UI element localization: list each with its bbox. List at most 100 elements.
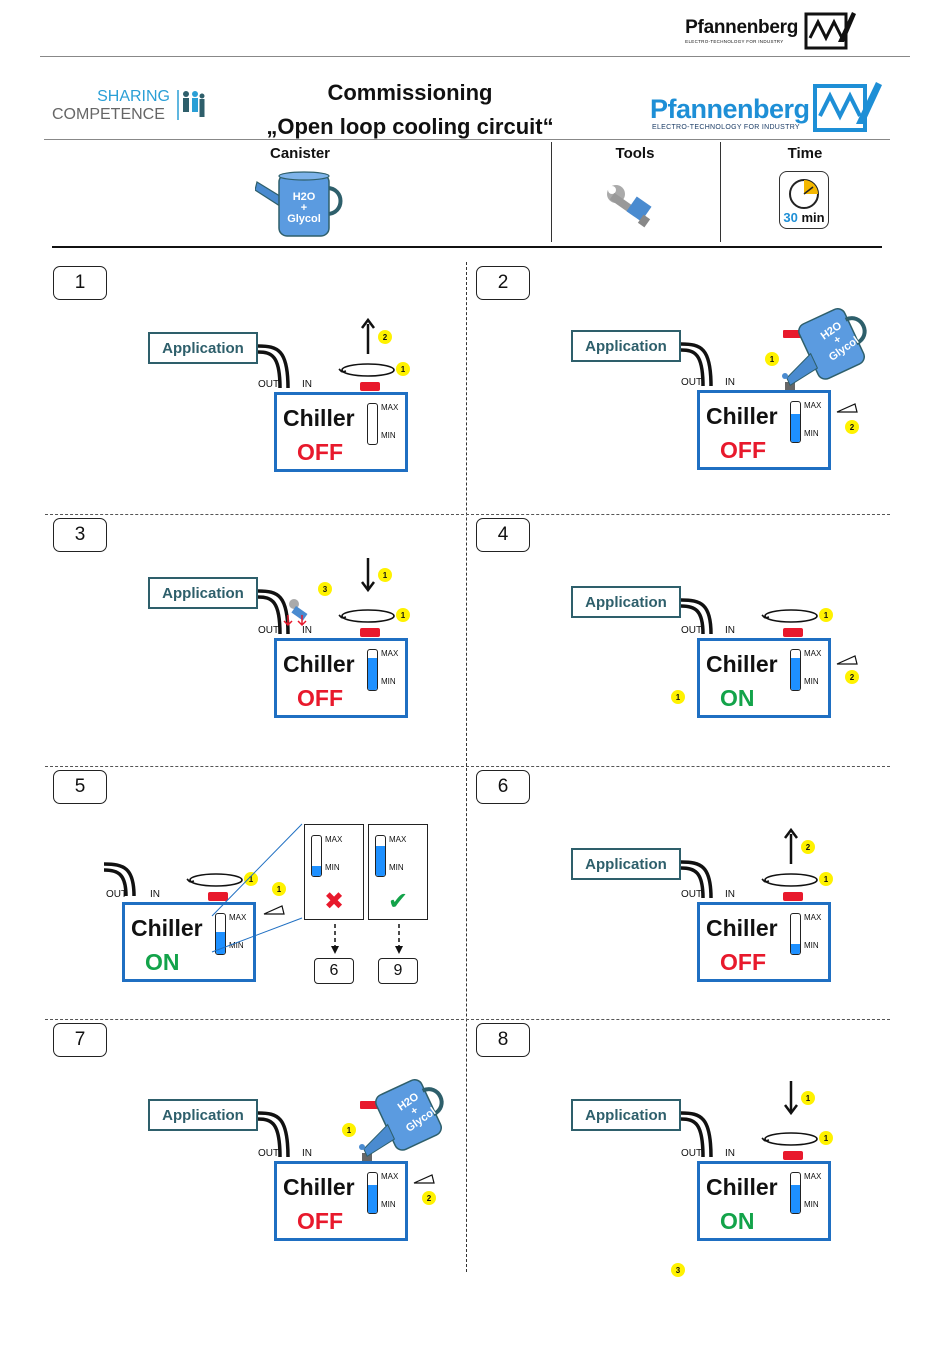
top-brand: Pfannenberg ELECTRO-TECHNOLOGY FOR INDUS…: [685, 8, 858, 52]
goto-step-ref[interactable]: 6: [314, 958, 354, 984]
timer-unit: min: [801, 210, 825, 225]
level-tube: [311, 835, 322, 877]
min-label: MIN: [325, 863, 340, 872]
dashed-arrow-icon: [394, 924, 404, 961]
min-label: MIN: [804, 941, 819, 950]
min-label: MIN: [804, 1200, 819, 1209]
level-tube: [367, 1172, 378, 1214]
application-box: Application: [571, 848, 681, 880]
brand-logo-icon: [804, 12, 856, 50]
canister-glycol: Glycol: [287, 213, 321, 225]
column-time: Time: [787, 145, 823, 162]
out-label: OUT: [681, 625, 703, 636]
dashed-arrow-icon: [330, 924, 340, 961]
chiller-state: OFF: [720, 437, 766, 463]
level-fill: [216, 932, 225, 954]
rotate-arrow-icon: [186, 872, 246, 893]
level-fill: [791, 414, 800, 442]
filler-neck: [785, 382, 795, 390]
level-check-panel: MAX MIN ✖: [304, 824, 364, 920]
check-icon: ✔: [387, 888, 409, 915]
step-number: 5: [53, 770, 107, 804]
in-label: IN: [725, 889, 735, 900]
arrow-up-icon: [361, 317, 375, 359]
chiller-label: Chiller: [706, 651, 778, 677]
application-box: Application: [148, 1099, 258, 1131]
cross-icon: ✖: [323, 888, 345, 915]
goto-step-ref[interactable]: 9: [378, 958, 418, 984]
in-label: IN: [725, 1148, 735, 1159]
min-label: MIN: [381, 677, 396, 686]
title-line2: „Open loop cooling circuit“: [266, 114, 554, 139]
in-label: IN: [302, 625, 312, 636]
max-label: MAX: [804, 401, 822, 410]
column-divider: [551, 142, 552, 242]
step-badge: 1: [819, 608, 833, 622]
out-label: OUT: [681, 1148, 703, 1159]
step-badge: 2: [378, 330, 392, 344]
level-fill: [368, 658, 377, 690]
sharing-competence-logo: SHARING COMPETENCE: [52, 88, 212, 124]
step-badge: 1: [272, 882, 286, 896]
grid-divider-row3: [45, 1019, 890, 1020]
zoom-lines: [211, 823, 303, 953]
max-label: MAX: [381, 649, 399, 658]
level-tube: [790, 913, 801, 955]
removed-cap: [783, 330, 801, 338]
chiller-state: OFF: [297, 685, 343, 711]
eye-icon: [412, 1173, 438, 1192]
step-badge: 1: [671, 690, 685, 704]
out-label: OUT: [106, 889, 128, 900]
max-label: MAX: [325, 835, 343, 844]
hose-lines: [103, 858, 144, 903]
level-tube: [790, 401, 801, 443]
level-fill: [791, 944, 800, 954]
step-badge: 2: [845, 420, 859, 434]
arrow-up-icon: [784, 827, 798, 869]
hose-lines: [680, 338, 737, 403]
max-label: MAX: [804, 1172, 822, 1181]
step-badge: 1: [819, 872, 833, 886]
pfannenberg-logo: Pfannenberg ELECTRO-TECHNOLOGY FOR INDUS…: [648, 76, 888, 136]
rotate-arrow-icon: [338, 608, 398, 629]
chiller-label: Chiller: [706, 915, 778, 941]
level-fill: [312, 866, 321, 876]
max-label: MAX: [804, 913, 822, 922]
level-fill: [376, 846, 385, 876]
hose-lines: [257, 340, 314, 405]
min-label: MIN: [381, 1200, 396, 1209]
rotate-arrow-icon: [761, 872, 821, 893]
grid-divider-row2: [45, 766, 890, 767]
top-brand-name: Pfannenberg: [685, 16, 798, 38]
step-badge: 3: [671, 1263, 685, 1277]
chiller-state: ON: [720, 1208, 755, 1234]
column-canister: Canister: [269, 145, 331, 162]
min-label: MIN: [804, 677, 819, 686]
in-label: IN: [150, 889, 160, 900]
step-badge: 1: [801, 1091, 815, 1105]
chiller-state: OFF: [297, 1208, 343, 1234]
level-fill: [791, 1185, 800, 1213]
chiller-state: OFF: [720, 949, 766, 975]
filler-neck: [362, 1153, 372, 1161]
application-box: Application: [148, 577, 258, 609]
canister-pour-icon: H2O+Glycol: [767, 306, 877, 386]
canister-plus: +: [300, 202, 308, 214]
header-rule: [40, 56, 910, 57]
filler-cap: [360, 382, 380, 391]
brand2-tagline: ELECTRO-TECHNOLOGY FOR INDUSTRY: [652, 124, 800, 131]
arrow-down-icon: [784, 1081, 798, 1120]
title-line1: Commissioning: [327, 80, 493, 105]
sharing-line2: COMPETENCE: [52, 106, 165, 123]
level-tube: [790, 1172, 801, 1214]
hose-lines: [680, 1107, 737, 1174]
filler-cap: [783, 1151, 803, 1160]
chiller-state: ON: [145, 949, 180, 975]
step-badge: 3: [318, 582, 332, 596]
